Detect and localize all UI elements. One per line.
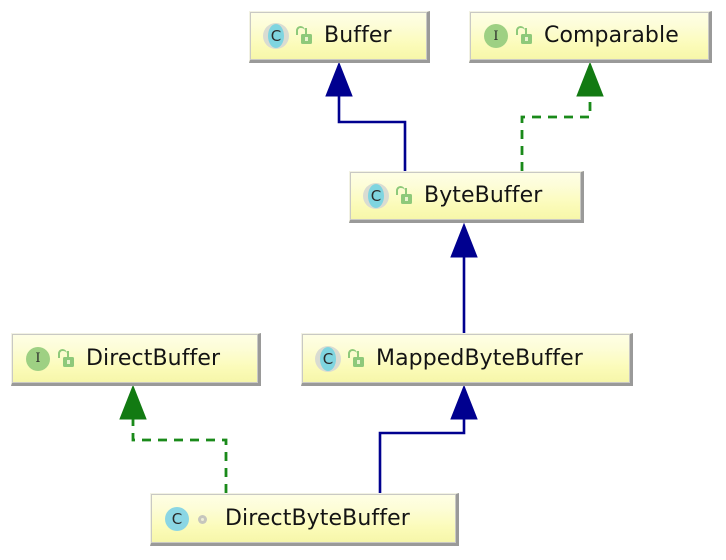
uml-node-comparable[interactable]: I Comparable xyxy=(469,11,712,63)
edge-bytebuffer-extends-buffer[interactable] xyxy=(325,61,407,171)
extends-arrowhead xyxy=(325,61,353,97)
class-stereotype-icon: C xyxy=(315,345,341,372)
node-content: C DirectByteBuffer xyxy=(151,494,456,543)
class-stereotype-icon: C xyxy=(164,506,190,532)
uml-node-mappedbytebuffer[interactable]: C MappedByteBuffer xyxy=(301,333,633,386)
open-lock-icon xyxy=(295,25,313,47)
uml-node-directbytebuffer[interactable]: C DirectByteBuffer xyxy=(150,493,459,546)
open-lock-icon xyxy=(515,25,533,47)
open-lock-icon xyxy=(395,185,413,207)
edge-bytebuffer-implements-comparable[interactable] xyxy=(520,61,604,171)
node-content: I Comparable xyxy=(470,12,709,60)
node-label: Buffer xyxy=(324,23,392,48)
extends-arrowhead xyxy=(450,222,478,258)
edge-directbytebuffer-extends-mappedbytebuffer[interactable] xyxy=(378,384,478,493)
implements-arrowhead xyxy=(576,61,604,97)
class-stereotype-icon: C xyxy=(363,183,389,209)
implements-arrowhead xyxy=(119,384,147,420)
edge-mappedbytebuffer-extends-bytebuffer[interactable] xyxy=(450,222,478,333)
open-lock-icon xyxy=(347,348,365,370)
open-lock-icon xyxy=(57,348,75,370)
edge-directbytebuffer-implements-directbuffer[interactable] xyxy=(119,384,228,493)
node-content: I DirectBuffer xyxy=(12,334,258,383)
node-label: Comparable xyxy=(544,23,679,48)
extends-arrowhead xyxy=(450,384,478,420)
uml-node-buffer[interactable]: C Buffer xyxy=(249,11,430,63)
interface-stereotype-icon: I xyxy=(483,23,509,49)
interface-stereotype-icon: I xyxy=(25,346,51,372)
node-content: C MappedByteBuffer xyxy=(302,334,630,383)
package-dot-icon xyxy=(196,508,214,530)
node-label: DirectBuffer xyxy=(86,345,221,371)
node-label: MappedByteBuffer xyxy=(376,345,583,371)
uml-node-directbuffer[interactable]: I DirectBuffer xyxy=(11,333,261,386)
node-label: ByteBuffer xyxy=(424,183,543,208)
uml-node-bytebuffer[interactable]: C ByteBuffer xyxy=(349,171,584,223)
node-content: C Buffer xyxy=(250,12,427,60)
node-label: DirectByteBuffer xyxy=(225,505,410,531)
class-stereotype-icon: C xyxy=(263,23,289,49)
node-content: C ByteBuffer xyxy=(350,172,581,220)
